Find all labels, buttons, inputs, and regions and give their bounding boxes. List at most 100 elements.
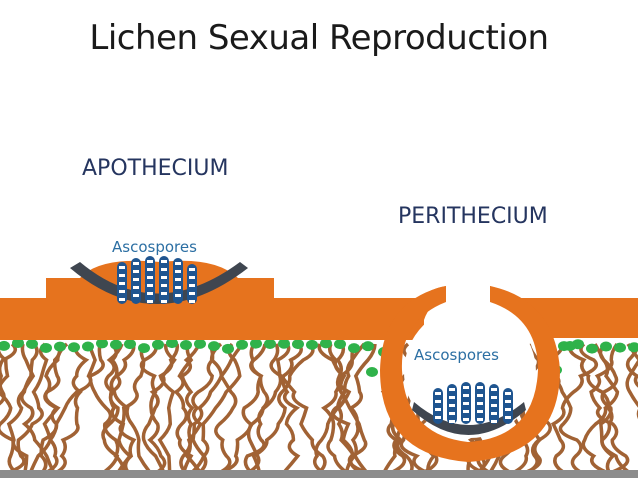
ascospores-label-left: Ascospores xyxy=(112,238,197,256)
ascospore xyxy=(133,262,139,265)
ascospore xyxy=(491,404,497,407)
algal-cell xyxy=(166,338,178,349)
algal-cell xyxy=(40,342,52,353)
hypha-strand xyxy=(173,343,194,473)
algal-cell xyxy=(54,341,66,352)
ascus xyxy=(145,256,155,304)
hypha-strand xyxy=(550,342,598,474)
ascospore xyxy=(505,408,511,411)
algal-cell xyxy=(306,339,318,350)
ascospore xyxy=(133,286,139,289)
apothecium-label: APOTHECIUM xyxy=(82,156,229,181)
ascus xyxy=(433,388,443,424)
algal-cell xyxy=(222,343,234,354)
hypha-strand xyxy=(101,343,124,474)
algal-cell xyxy=(180,340,192,351)
ascospore xyxy=(161,300,167,303)
ascospore xyxy=(463,386,469,389)
algal-cell xyxy=(236,339,248,350)
algal-cell xyxy=(124,339,136,350)
ascospore xyxy=(449,388,455,391)
ascospore xyxy=(435,392,441,395)
ascospore xyxy=(161,268,167,271)
hypha-strand xyxy=(221,343,267,474)
ascospore xyxy=(175,270,181,273)
ascospore xyxy=(435,416,441,419)
ascospore xyxy=(505,416,511,419)
algal-cell xyxy=(362,341,374,352)
algal-cell xyxy=(68,342,80,353)
algal-cell xyxy=(152,339,164,350)
ascospore xyxy=(147,276,153,279)
algal-cell xyxy=(110,339,122,350)
ascospore xyxy=(477,394,483,397)
ascospore xyxy=(463,410,469,413)
ascospore xyxy=(147,268,153,271)
ascospore xyxy=(147,292,153,295)
algal-cell xyxy=(320,338,332,349)
hypha-strand xyxy=(209,342,238,474)
algal-cell xyxy=(264,338,276,349)
hypha-strand xyxy=(88,343,126,473)
hypha-strand xyxy=(191,342,242,474)
ascospore xyxy=(119,298,125,301)
algal-cell xyxy=(586,343,598,354)
hypha-strand xyxy=(157,343,180,473)
ascospore xyxy=(161,284,167,287)
ascospore xyxy=(161,292,167,295)
hypha-strand xyxy=(348,343,377,474)
ascospore xyxy=(175,278,181,281)
hypha-strand xyxy=(118,343,146,474)
ascospore xyxy=(119,290,125,293)
ascospore xyxy=(189,276,195,279)
ascospore xyxy=(463,418,469,421)
upper-cortex-right xyxy=(490,286,638,338)
hypha-strand xyxy=(251,342,315,473)
hypha-strand xyxy=(8,342,49,474)
ascospore xyxy=(435,408,441,411)
hypha-strand xyxy=(39,343,97,474)
ascospores-label-right: Ascospores xyxy=(414,346,499,364)
algal-cell xyxy=(366,367,378,377)
ascospore xyxy=(133,278,139,281)
ascospore xyxy=(133,294,139,297)
ascospore xyxy=(449,412,455,415)
algal-cell xyxy=(334,339,346,350)
ascospore xyxy=(463,394,469,397)
hypha-strand xyxy=(191,342,245,474)
ascospore xyxy=(491,396,497,399)
algal-cell xyxy=(12,338,24,349)
ascospore xyxy=(505,392,511,395)
ascospore xyxy=(435,400,441,403)
ascospore xyxy=(161,276,167,279)
ascospore xyxy=(477,386,483,389)
algal-cell xyxy=(250,338,262,349)
hypha-strand xyxy=(139,343,167,474)
algal-cell xyxy=(614,342,626,353)
hypha-strand xyxy=(625,343,638,420)
ascospore xyxy=(175,294,181,297)
algal-cell xyxy=(0,340,10,351)
ascospore xyxy=(119,274,125,277)
hypha-strand xyxy=(0,343,17,474)
algal-cell xyxy=(208,341,220,352)
perithecium-hymenium xyxy=(412,402,526,435)
hypha-strand xyxy=(589,342,630,474)
ascospore xyxy=(491,388,497,391)
perithecium-asci xyxy=(433,382,513,424)
ascus xyxy=(503,388,513,424)
ascospore xyxy=(463,402,469,405)
ascospore xyxy=(175,286,181,289)
algal-cell xyxy=(82,341,94,352)
algal-cell xyxy=(96,338,108,349)
hypha-strand xyxy=(0,342,17,406)
ascospore xyxy=(449,404,455,407)
ascospore xyxy=(147,284,153,287)
algal-cell xyxy=(628,342,638,353)
ascospore xyxy=(477,418,483,421)
hypha-strand xyxy=(28,342,69,473)
algal-cell xyxy=(564,341,576,351)
ascospore xyxy=(477,402,483,405)
ascospore xyxy=(491,412,497,415)
